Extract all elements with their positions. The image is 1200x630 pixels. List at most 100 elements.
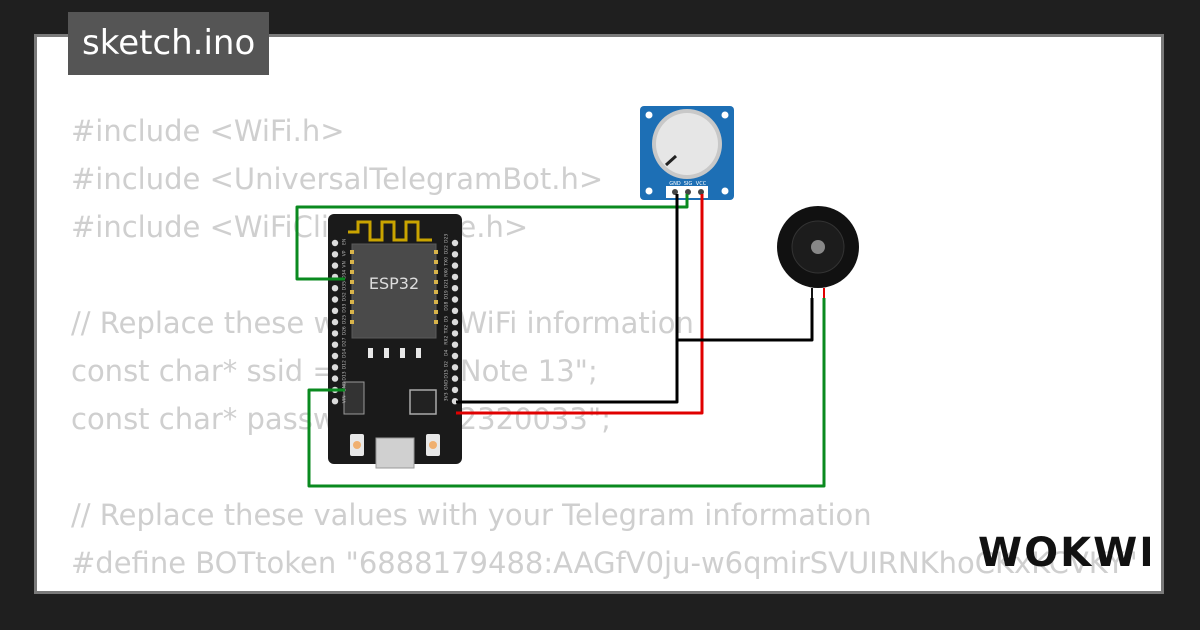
wokwi-logo-text: WOKWI [978, 530, 1150, 576]
module-pad [350, 270, 354, 274]
esp32-pin-right[interactable] [451, 262, 459, 269]
module-pad [400, 348, 405, 358]
esp32-pin-label: D15 [444, 369, 450, 378]
wires [295, 194, 826, 488]
esp32-pin-label: TX2 [444, 325, 450, 335]
pot-pin-label: GND [669, 181, 681, 187]
esp32-pin-left[interactable] [331, 251, 339, 258]
code-line: #include <WiFi.h> [71, 114, 345, 148]
module-pad [434, 310, 438, 314]
module-pad [434, 300, 438, 304]
esp32-pin-label: GND [444, 379, 450, 390]
esp32-pin-right[interactable] [451, 251, 459, 258]
esp32-pin-left[interactable] [331, 398, 339, 405]
pot-pin[interactable] [685, 189, 691, 195]
esp32-pin-label: TX0 [444, 257, 450, 267]
pot-pin[interactable] [672, 189, 678, 195]
module-pad [434, 260, 438, 264]
wokwi-logo: WOKWI [978, 530, 1150, 576]
esp32-pin-left[interactable] [331, 364, 339, 371]
esp32-pin-label: D27 [342, 337, 348, 346]
esp32-pin-left[interactable] [331, 262, 339, 269]
buzzer[interactable] [777, 206, 859, 298]
wire-pot-sig[interactable] [295, 194, 689, 281]
code-listing: #include <WiFi.h> #include <UniversalTele… [71, 107, 1138, 591]
esp32-pin-label: D34 [342, 270, 348, 279]
esp32-pin-right[interactable] [451, 273, 459, 281]
esp32-pin-label: 3V3 [444, 392, 450, 401]
code-line: // Replace these values with your Telegr… [71, 498, 872, 532]
esp32-pin-label: RX0 [444, 268, 450, 277]
module-pad [350, 290, 354, 294]
esp32-pin-right[interactable] [451, 296, 459, 303]
esp32-pin-right[interactable] [451, 330, 459, 337]
esp32-pin-left[interactable] [331, 341, 339, 348]
esp32-pin-right[interactable] [451, 318, 459, 326]
esp32-pin-label: D14 [342, 349, 348, 358]
esp32-pin-label: D35 [342, 281, 348, 290]
module-pad [350, 250, 354, 254]
module-pad [350, 260, 354, 264]
esp32-pin-right[interactable] [451, 307, 459, 314]
code-line: #include <UniversalTelegramBot.h> [71, 162, 604, 196]
module-pad [368, 348, 373, 358]
esp32-pin-right[interactable] [451, 352, 459, 360]
esp32-pin-right[interactable] [451, 239, 459, 247]
esp32-board[interactable]: ESP32 ENVPVND34D35D32D33D25D26D27D14D12D… [328, 214, 462, 469]
module-pad [384, 348, 389, 358]
esp32-pin-left[interactable] [331, 307, 339, 314]
module-pad [434, 320, 438, 324]
esp32-pin-left[interactable] [331, 285, 339, 292]
esp32-pin-label: D19 [444, 290, 450, 299]
esp32-pin-label: D12 [342, 360, 348, 369]
module-pad [350, 320, 354, 324]
esp32-pin-right[interactable] [451, 386, 459, 394]
wire-pot-gnd[interactable] [456, 194, 679, 404]
esp32-pin-label: D13 [342, 371, 348, 380]
esp32-pin-left[interactable] [331, 318, 339, 326]
esp32-label: ESP32 [369, 274, 419, 293]
esp32-pin-label: EN [342, 239, 348, 245]
esp32-pin-left[interactable] [331, 352, 339, 360]
pot-pin-label: VCC [696, 181, 707, 187]
module-pad [350, 310, 354, 314]
esp32-pin-label: D18 [444, 301, 450, 310]
esp32-pin-right[interactable] [451, 285, 459, 292]
esp32-pin-left[interactable] [331, 239, 339, 247]
esp32-pin-label: D4 [444, 350, 450, 356]
module-pad [350, 280, 354, 284]
esp32-pin-left[interactable] [331, 375, 339, 382]
esp32-pin-right[interactable] [451, 375, 459, 382]
esp32-pin-label: VP [342, 250, 348, 256]
esp32-pin-label: VIN [342, 395, 348, 403]
pot-pin[interactable] [698, 189, 704, 195]
wire-buzzer-gnd[interactable] [677, 298, 814, 342]
wire-pot-vcc[interactable] [456, 194, 704, 415]
module-pad [434, 270, 438, 274]
esp32-pin-label: RX2 [444, 335, 450, 344]
esp32-pin-left[interactable] [331, 296, 339, 303]
esp32-pin-label: D5 [444, 316, 450, 322]
module-pad [434, 250, 438, 254]
esp32-pin-right[interactable] [451, 341, 459, 348]
wire-buzzer-sig[interactable] [307, 298, 826, 488]
code-line: #define BOTtoken "6888179488:AAGfV0ju-w6… [71, 546, 1138, 580]
esp32-pin-label: D22 [444, 245, 450, 254]
esp32-pin-left[interactable] [331, 330, 339, 337]
esp32-pin-label: VN [342, 261, 348, 267]
module-pad [416, 348, 421, 358]
esp32-pin-right[interactable] [451, 364, 459, 371]
esp32-pin-label: D2 [444, 361, 450, 367]
module-pad [434, 290, 438, 294]
preview-card: #include <WiFi.h> #include <UniversalTele… [34, 34, 1164, 594]
module-pad [434, 280, 438, 284]
esp32-pin-label: D25 [342, 315, 348, 324]
esp32-pin-label: D32 [342, 292, 348, 301]
file-tab[interactable]: sketch.ino [68, 12, 270, 75]
esp32-pin-label: GND [342, 381, 348, 392]
module-pad [350, 300, 354, 304]
code-line: // Replace these with your WiFi informat… [71, 306, 694, 340]
esp32-pin-label: D26 [342, 326, 348, 335]
